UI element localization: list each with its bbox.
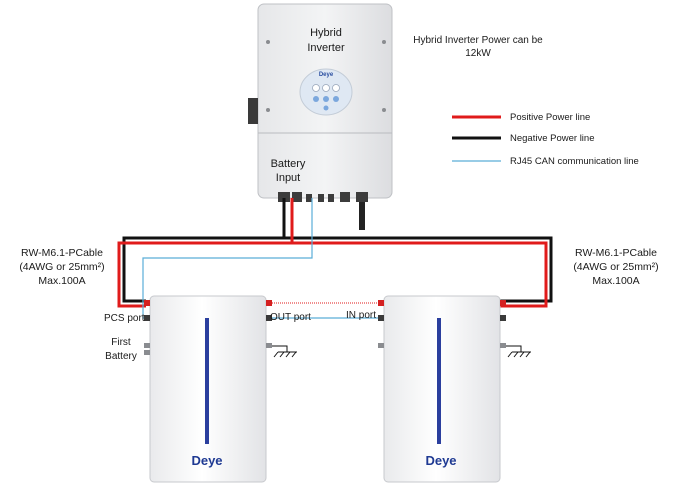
negative-cable-left (122, 198, 286, 303)
power-note-line2: 12kW (465, 48, 491, 59)
right-cable-label-line2: (4AWG or 25mm²) (573, 261, 658, 273)
battery-1: Deye (144, 295, 272, 483)
battery-2-led-strip (437, 318, 441, 444)
in-port-label: IN port (346, 310, 376, 321)
left-cable-label-line2: (4AWG or 25mm²) (19, 261, 104, 273)
battery-1-logo: Deye (191, 453, 222, 468)
ground-symbol-battery-2 (506, 345, 531, 358)
legend: Positive Power line Negative Power line … (452, 112, 639, 167)
power-note-line1: Hybrid Inverter Power can be (413, 35, 543, 46)
left-cable-label-line3: Max.100A (38, 275, 85, 287)
ground-symbol-battery-1 (272, 345, 297, 358)
inverter-control-panel: Deye (299, 68, 353, 116)
inverter-bottom-connectors (278, 192, 368, 230)
hybrid-inverter: Hybrid Inverter Deye Battery Input (248, 3, 393, 230)
inverter-title-line1: Hybrid (310, 27, 342, 39)
battery-2: Deye (378, 295, 506, 483)
battery-input-label-line1: Battery (271, 158, 306, 170)
inverter-title-line2: Inverter (307, 42, 345, 54)
out-port-label: OUT port (270, 312, 311, 323)
legend-positive-label: Positive Power line (510, 112, 590, 123)
battery-2-logo: Deye (425, 453, 456, 468)
negative-cable-right (284, 236, 553, 303)
right-cable-label-line1: RW-M6.1-PCable (575, 247, 657, 259)
battery-1-led-strip (205, 318, 209, 444)
right-cable-label-line3: Max.100A (592, 275, 639, 287)
legend-rj45-label: RJ45 CAN communication line (510, 156, 639, 167)
side-switch (248, 98, 258, 124)
battery-input-label-line2: Input (276, 172, 300, 184)
first-battery-label-line2: Battery (105, 351, 137, 362)
first-battery-label-line1: First (111, 337, 131, 348)
pcs-port-label: PCS port (104, 313, 145, 324)
inverter-logo: Deye (319, 72, 334, 78)
left-cable-label-line1: RW-M6.1-PCable (21, 247, 103, 259)
positive-cable-right (292, 241, 548, 308)
positive-cable-left (117, 198, 294, 308)
legend-negative-label: Negative Power line (510, 133, 595, 144)
